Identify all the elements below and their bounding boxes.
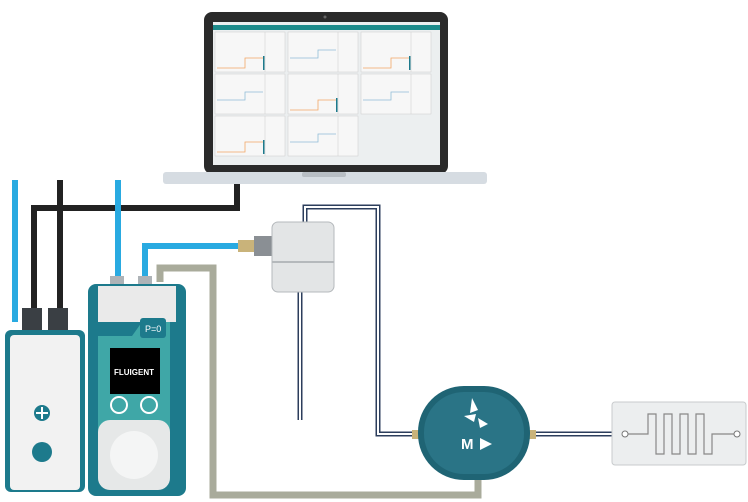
trace-line: [290, 49, 336, 59]
level-bar: [263, 140, 265, 154]
blue-tube-3: [142, 243, 240, 282]
trace-line: [290, 133, 336, 143]
screen-panel[interactable]: [214, 31, 286, 73]
laptop: [163, 12, 487, 184]
display: [110, 348, 160, 394]
level-bar: [263, 56, 265, 70]
level-bar: [336, 98, 338, 112]
flow-unit-label: M: [461, 436, 474, 453]
black-tube-laptop: [31, 184, 240, 322]
screen-panel[interactable]: [287, 73, 359, 115]
flow-switch-device: [5, 308, 85, 492]
screen-panel[interactable]: [214, 73, 286, 115]
fluigent-logo-icon: [464, 398, 488, 428]
olive-tube: [156, 264, 482, 499]
screen-panel[interactable]: [287, 115, 359, 157]
play-arrow-icon: [480, 438, 492, 450]
reservoir: [271, 221, 335, 293]
trace-line: [217, 141, 263, 153]
screen-panel[interactable]: [360, 73, 432, 115]
knob-right[interactable]: [140, 396, 158, 414]
microfluidic-chip: [611, 401, 747, 466]
trace-line: [217, 57, 263, 69]
pressure-controller: P=0 FLUIGENT: [88, 276, 186, 496]
screen-panel[interactable]: [214, 115, 286, 157]
screen-panel[interactable]: [360, 31, 432, 73]
trace-line: [290, 99, 336, 111]
trace-line: [363, 57, 409, 69]
level-bar: [409, 56, 411, 70]
trace-line: [363, 91, 409, 101]
zero-pressure-button[interactable]: P=0: [145, 324, 161, 334]
knob-left[interactable]: [110, 396, 128, 414]
brand-logo: FLUIGENT: [114, 368, 154, 377]
tubing: [12, 180, 625, 499]
trace-line: [217, 91, 263, 101]
connector: [238, 240, 254, 252]
flow-unit: M: [412, 386, 536, 480]
screen-panel[interactable]: [287, 31, 359, 73]
